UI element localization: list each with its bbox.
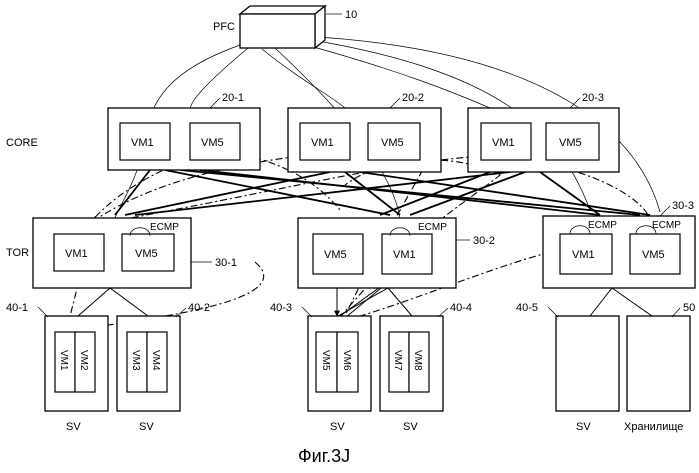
vm-label: VM1 <box>393 249 416 261</box>
server-type-label: SV <box>403 421 418 433</box>
vm-label: VM8 <box>412 350 423 371</box>
core-switches: VM1 VM5 20-1 VM1 VM5 20-2 VM1 VM5 20-3 <box>108 92 619 172</box>
vm-label: VM1 <box>131 137 154 149</box>
vm-label: VM5 <box>135 248 158 260</box>
ecmp-label: ECMP <box>418 222 447 233</box>
servers: VM1 VM2 40-1 SV VM3 VM4 40-2 SV VM5 VM6 … <box>6 302 695 433</box>
server-ref-label: 40-2 <box>188 302 210 314</box>
vm-label: VM1 <box>572 249 595 261</box>
pfc-ref: 10 <box>345 9 357 21</box>
server-40-5: 40-5 SV <box>516 302 619 433</box>
server-ref-label: 40-4 <box>450 302 472 314</box>
figure-caption: Фиг.3J <box>298 446 350 466</box>
vm-label: VM5 <box>201 137 224 149</box>
core-ref-label: 20-2 <box>402 92 424 104</box>
row-label-tor: TOR <box>6 247 29 259</box>
core-tor-links <box>115 170 650 215</box>
tor-switch-30-1: VM1 VM5 ECMP 30-1 <box>33 218 237 288</box>
server-40-1: VM1 VM2 40-1 SV <box>6 302 108 433</box>
vm-label: VM5 <box>559 137 582 149</box>
vm-label: VM1 <box>492 137 515 149</box>
vm-label: VM1 <box>58 350 69 371</box>
server-ref-label: 40-1 <box>6 302 28 314</box>
core-ref-label: 20-3 <box>582 92 604 104</box>
tor-ref-label: 30-1 <box>215 257 237 269</box>
server-ref-label: 40-5 <box>516 302 538 314</box>
vm-label: VM5 <box>324 249 347 261</box>
vm-label: VM5 <box>320 350 331 371</box>
vm-label: VM5 <box>381 137 404 149</box>
server-ref-label: 50 <box>683 302 695 314</box>
server-40-2: VM3 VM4 40-2 SV <box>117 302 210 433</box>
ecmp-label: ECMP <box>588 220 617 231</box>
server-ref-label: 40-3 <box>270 302 292 314</box>
server-type-label: Хранилище <box>624 421 683 433</box>
core-switch-20-3: VM1 VM5 20-3 <box>468 92 619 172</box>
vm-label: VM1 <box>311 137 334 149</box>
server-type-label: SV <box>330 421 345 433</box>
server-type-label: SV <box>66 421 81 433</box>
server-type-label: SV <box>139 421 154 433</box>
tor-ref-label: 30-2 <box>473 235 495 247</box>
ecmp-label: ECMP <box>652 220 681 231</box>
tor-ref-label: 30-3 <box>672 200 694 212</box>
core-switch-20-2: VM1 VM5 20-2 <box>288 92 441 172</box>
vm-label: VM1 <box>65 248 88 260</box>
core-switch-20-1: VM1 VM5 20-1 <box>108 92 260 170</box>
row-label-core: CORE <box>6 137 38 149</box>
vm-label: VM2 <box>78 350 89 371</box>
vm-label: VM5 <box>642 249 665 261</box>
vm-label: VM6 <box>341 350 352 371</box>
vm-label: VM4 <box>150 350 161 371</box>
ecmp-label: ECMP <box>150 222 179 233</box>
server-40-4: VM7 VM8 40-4 SV <box>380 302 472 433</box>
server-type-label: SV <box>576 421 591 433</box>
pfc-label: PFC <box>213 21 235 33</box>
pfc-controller: PFC 10 <box>213 6 357 48</box>
vm-label: VM3 <box>130 350 141 371</box>
server-40-3: VM5 VM6 40-3 SV <box>270 302 371 433</box>
vm-label: VM7 <box>392 350 403 371</box>
tor-switch-30-2: VM5 VM1 ECMP 30-2 <box>298 218 495 288</box>
storage-50: 50 Хранилище <box>624 302 695 433</box>
core-ref-label: 20-1 <box>222 92 244 104</box>
